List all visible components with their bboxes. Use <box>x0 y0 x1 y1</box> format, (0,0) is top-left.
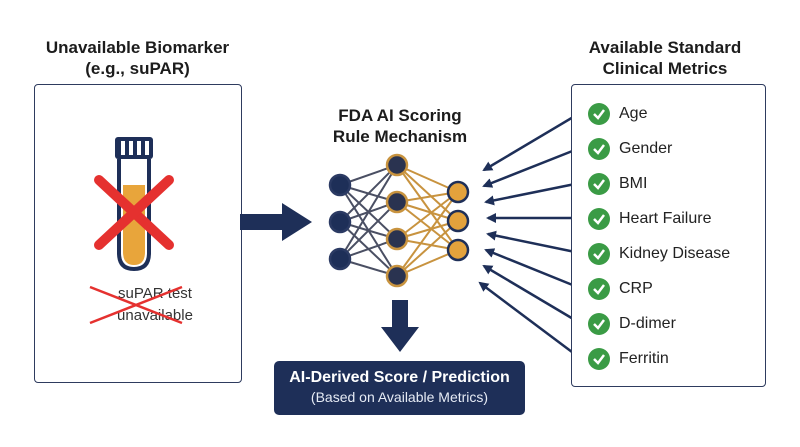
network-node <box>328 173 352 197</box>
network-edge <box>339 164 398 223</box>
output-score-box: AI-Derived Score / Prediction (Based on … <box>274 361 525 415</box>
metric-gender: Gender <box>588 136 672 162</box>
metric-heart-failure: Heart Failure <box>588 206 711 232</box>
network-node <box>385 264 409 288</box>
network-node <box>446 209 470 233</box>
metric-arrows <box>478 111 581 359</box>
unavailable-biomarker-title: Unavailable Biomarker (e.g., suPAR) <box>45 38 230 78</box>
unavailable-biomarker-panel: suPAR test unavailable <box>34 84 242 383</box>
network-node <box>328 210 352 234</box>
check-icon <box>588 313 610 335</box>
check-icon <box>588 173 610 195</box>
clinical-metrics-title: Available Standard Clinical Metrics <box>588 38 742 78</box>
network-node <box>385 227 409 251</box>
metric-arrow <box>484 248 581 290</box>
output-subtitle: (Based on Available Metrics) <box>310 389 489 405</box>
network-edge <box>396 201 459 251</box>
check-icon <box>588 103 610 125</box>
metric-arrow <box>484 181 581 206</box>
network-edge <box>396 164 459 251</box>
network-edge <box>396 220 459 277</box>
metric-crp: CRP <box>588 276 653 302</box>
test-tube-icon <box>94 137 174 272</box>
check-icon <box>588 348 610 370</box>
network-node <box>446 180 470 204</box>
output-arrow <box>381 300 419 352</box>
network-edge <box>396 164 459 222</box>
check-icon <box>588 208 610 230</box>
metric-kidney-disease: Kidney Disease <box>588 241 730 267</box>
network-edge <box>396 191 459 240</box>
metric-arrow <box>482 264 581 325</box>
network-node <box>446 238 470 262</box>
metric-arrow <box>486 230 581 255</box>
network-edge <box>339 164 398 260</box>
network-node <box>385 190 409 214</box>
input-arrow <box>240 203 312 241</box>
metric-d-dimer: D-dimer <box>588 311 676 337</box>
metric-arrow <box>478 281 581 359</box>
metric-bmi: BMI <box>588 171 647 197</box>
network-edge <box>339 201 398 260</box>
network-edge <box>396 191 459 277</box>
clinical-metrics-panel: Age Gender BMI Heart Failure Kidney Dise… <box>571 84 766 387</box>
metric-arrow <box>482 146 581 188</box>
metric-arrow <box>482 111 581 172</box>
check-icon <box>588 278 610 300</box>
network-nodes <box>328 153 470 288</box>
ai-mechanism-title: FDA AI Scoring Rule Mechanism <box>332 106 468 146</box>
network-node <box>385 153 409 177</box>
metric-age: Age <box>588 101 647 127</box>
check-icon <box>588 138 610 160</box>
output-title: AI-Derived Score / Prediction <box>289 369 510 386</box>
metric-ferritin: Ferritin <box>588 346 669 372</box>
check-icon <box>588 243 610 265</box>
network-edges <box>339 164 459 277</box>
network-node <box>328 247 352 271</box>
